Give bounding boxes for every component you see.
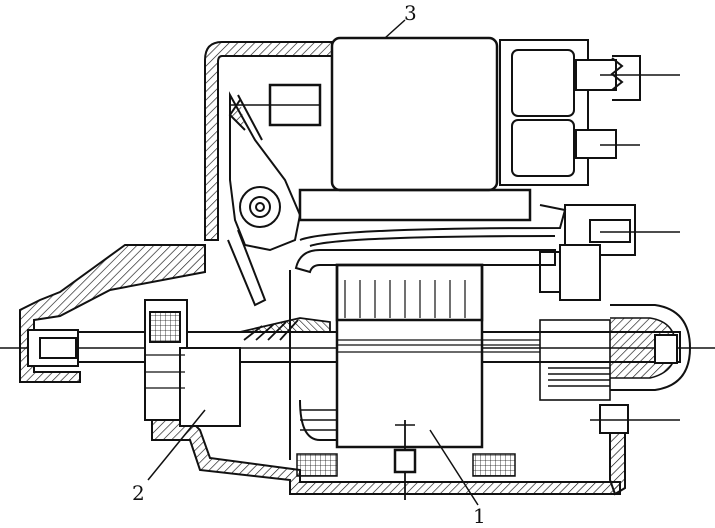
front-bushing	[27, 329, 79, 367]
callout-label-armature: 1	[473, 504, 486, 528]
callout-label-clutch: 2	[132, 481, 145, 505]
connector-strap	[299, 204, 567, 247]
overrunning-clutch	[144, 299, 241, 427]
solenoid-switch	[230, 36, 532, 222]
brush-holder	[539, 204, 680, 301]
callout-leaders	[147, 19, 479, 506]
leader-1	[429, 429, 479, 506]
armature	[335, 263, 540, 500]
callout-label-solenoid: 3	[404, 1, 417, 25]
leader-3	[384, 19, 406, 39]
leader-2	[147, 409, 206, 481]
field-coil	[289, 249, 556, 460]
pole-shoes	[296, 453, 516, 477]
housing	[19, 41, 626, 496]
helical-spline	[239, 317, 331, 341]
terminal-block	[499, 39, 680, 186]
rear-end-cap	[590, 304, 692, 434]
